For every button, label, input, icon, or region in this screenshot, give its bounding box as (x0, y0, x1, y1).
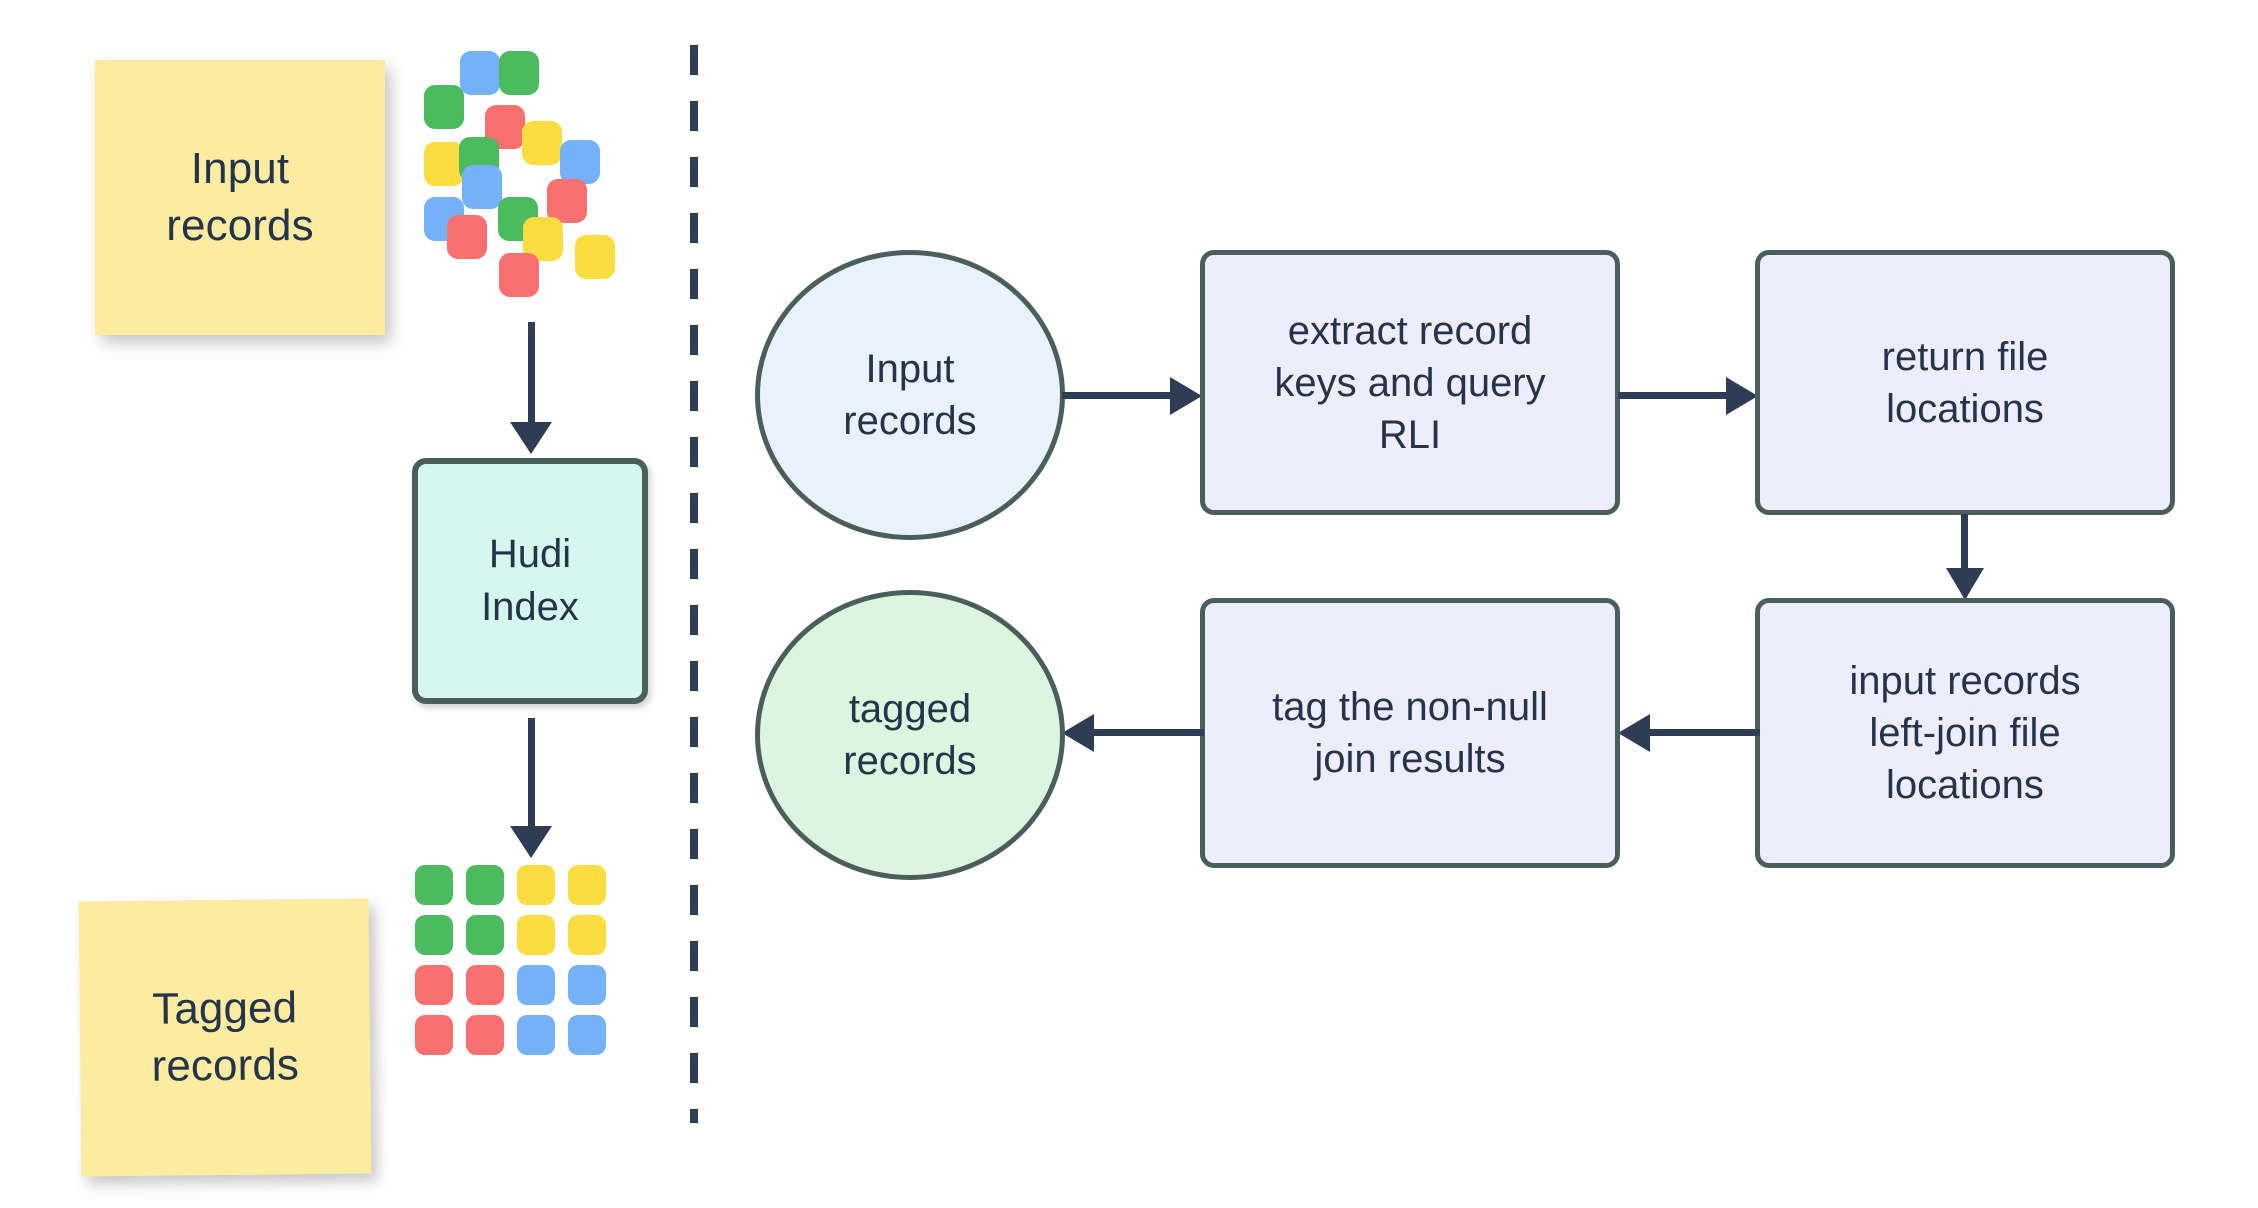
record-chip (460, 51, 500, 95)
edge-input-records-to-extract (1062, 376, 1204, 416)
record-chip (499, 253, 539, 297)
tagged-record-chip (517, 965, 555, 1005)
edge-line (1062, 392, 1174, 399)
tagged-record-chip (415, 1015, 453, 1055)
node-tagged-records-label: tagged records (843, 687, 977, 783)
node-tagged-records[interactable]: tagged records (755, 590, 1065, 880)
record-chip (424, 85, 464, 129)
record-chip (522, 121, 562, 165)
edge-line (1648, 729, 1760, 736)
arrow-head-right-icon (1726, 377, 1758, 415)
node-tag-non-null-join-results-label: tag the non-null join results (1272, 685, 1548, 781)
arrow-head-right-icon (1170, 377, 1202, 415)
tagged-record-chip (466, 915, 504, 955)
arrow-head-left-icon (1062, 714, 1094, 752)
tagged-record-chip (517, 865, 555, 905)
record-chip (575, 235, 615, 279)
record-chip (462, 165, 502, 209)
tagged-record-chip (568, 965, 606, 1005)
record-chip (447, 215, 487, 259)
tagged-records-grid (415, 865, 630, 1080)
node-input-records[interactable]: Input records (755, 250, 1065, 540)
node-input-records-label: Input records (843, 347, 977, 443)
node-tag-non-null-join-results[interactable]: tag the non-null join results (1200, 598, 1620, 868)
arrow-shaft (527, 718, 535, 826)
scattered-records-cluster (410, 45, 650, 305)
dashed-divider (690, 45, 698, 1123)
tagged-record-chip (568, 865, 606, 905)
node-extract-record-keys[interactable]: extract record keys and query RLI (1200, 250, 1620, 515)
sticky-note-input-records: Input records (95, 60, 385, 335)
tagged-record-chip (466, 1015, 504, 1055)
node-extract-record-keys-label: extract record keys and query RLI (1274, 308, 1546, 457)
record-chip (499, 51, 539, 95)
arrow-shaft (527, 322, 535, 422)
tagged-record-chip (517, 1015, 555, 1055)
arrow-head-left-icon (1618, 714, 1650, 752)
hudi-index-box: Hudi Index (412, 458, 648, 704)
edge-line (1092, 729, 1204, 736)
sticky-note-tagged-records-label: Tagged records (151, 983, 300, 1091)
hudi-index-label: Hudi Index (481, 532, 579, 629)
arrow-head-down-icon (1946, 568, 1984, 600)
arrow-index-to-tagged (509, 718, 553, 858)
sticky-note-tagged-records: Tagged records (78, 898, 372, 1177)
edge-line (1961, 514, 1968, 572)
edge-extract-to-return-locations (1618, 376, 1760, 416)
tagged-record-chip (415, 865, 453, 905)
edge-tag-nonnull-to-tagged-records (1062, 713, 1204, 753)
tagged-record-chip (517, 915, 555, 955)
sticky-note-input-records-label: Input records (166, 144, 314, 250)
tagged-record-chip (568, 915, 606, 955)
tagged-record-chip (466, 865, 504, 905)
node-return-file-locations[interactable]: return file locations (1755, 250, 2175, 515)
tagged-record-chip (466, 965, 504, 1005)
tagged-record-chip (415, 965, 453, 1005)
arrow-input-to-index (509, 322, 553, 454)
arrow-head-down-icon (510, 422, 552, 454)
edge-return-locations-to-left-join (1945, 514, 1985, 602)
record-chip (560, 140, 600, 184)
record-chip (424, 142, 464, 186)
record-chip (547, 179, 587, 223)
arrow-head-down-icon (510, 826, 552, 858)
node-left-join-file-locations[interactable]: input records left-join file locations (1755, 598, 2175, 868)
node-return-file-locations-label: return file locations (1881, 334, 2049, 431)
tagged-record-chip (415, 915, 453, 955)
edge-left-join-to-tag-nonnull (1618, 713, 1760, 753)
edge-line (1618, 392, 1730, 399)
tagged-record-chip (568, 1015, 606, 1055)
node-left-join-file-locations-label: input records left-join file locations (1849, 659, 2081, 807)
